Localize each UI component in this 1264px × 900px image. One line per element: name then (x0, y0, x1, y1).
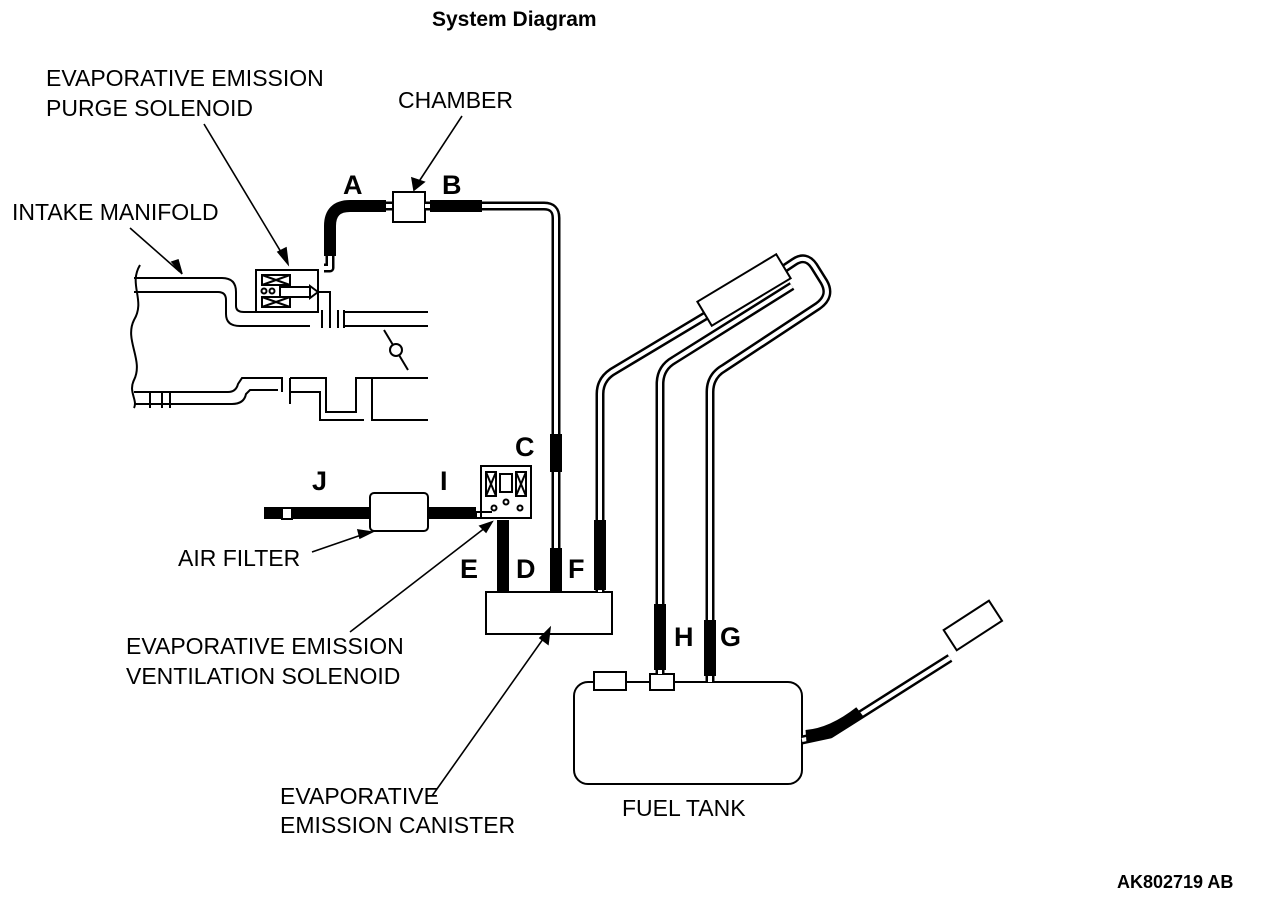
intake-manifold (130, 264, 428, 421)
hose-label-b: B (442, 170, 462, 200)
hose-label-f: F (568, 554, 585, 584)
hose-label-j: J (312, 466, 327, 496)
hose-label-a: A (343, 170, 363, 200)
leader-lines (129, 115, 552, 797)
label-canister-line1: EVAPORATIVE (280, 783, 439, 809)
chamber-body (392, 191, 426, 223)
label-ventilation-solenoid-line2: VENTILATION SOLENOID (126, 663, 400, 689)
label-fuel-tank: FUEL TANK (622, 795, 746, 821)
label-chamber: CHAMBER (398, 87, 513, 113)
diagram-title: System Diagram (432, 8, 597, 31)
hose-label-g: G (720, 622, 741, 652)
label-purge-solenoid-line1: EVAPORATIVE EMISSION (46, 65, 324, 91)
label-canister-line2: EMISSION CANISTER (280, 812, 515, 838)
fuel-tank-body (573, 252, 1004, 785)
hose-label-d: D (516, 554, 536, 584)
hose-a (324, 200, 386, 256)
canister-body (485, 302, 725, 635)
air-filter-body (369, 492, 429, 532)
label-air-filter: AIR FILTER (178, 545, 300, 571)
hose-label-h: H (674, 622, 694, 652)
hose-label-c: C (515, 432, 535, 462)
filler-hose (805, 707, 864, 742)
hose-label-i: I (440, 466, 448, 496)
figure-code: AK802719 AB (1117, 872, 1233, 892)
purge-line (324, 191, 562, 540)
label-ventilation-solenoid-line1: EVAPORATIVE EMISSION (126, 633, 404, 659)
hose-label-e: E (460, 554, 478, 584)
air-inlet-line (264, 492, 476, 532)
ventilation-solenoid-body (475, 465, 532, 519)
label-purge-solenoid-line2: PURGE SOLENOID (46, 95, 253, 121)
purge-solenoid-body (255, 269, 331, 313)
label-intake-manifold: INTAKE MANIFOLD (12, 199, 219, 225)
